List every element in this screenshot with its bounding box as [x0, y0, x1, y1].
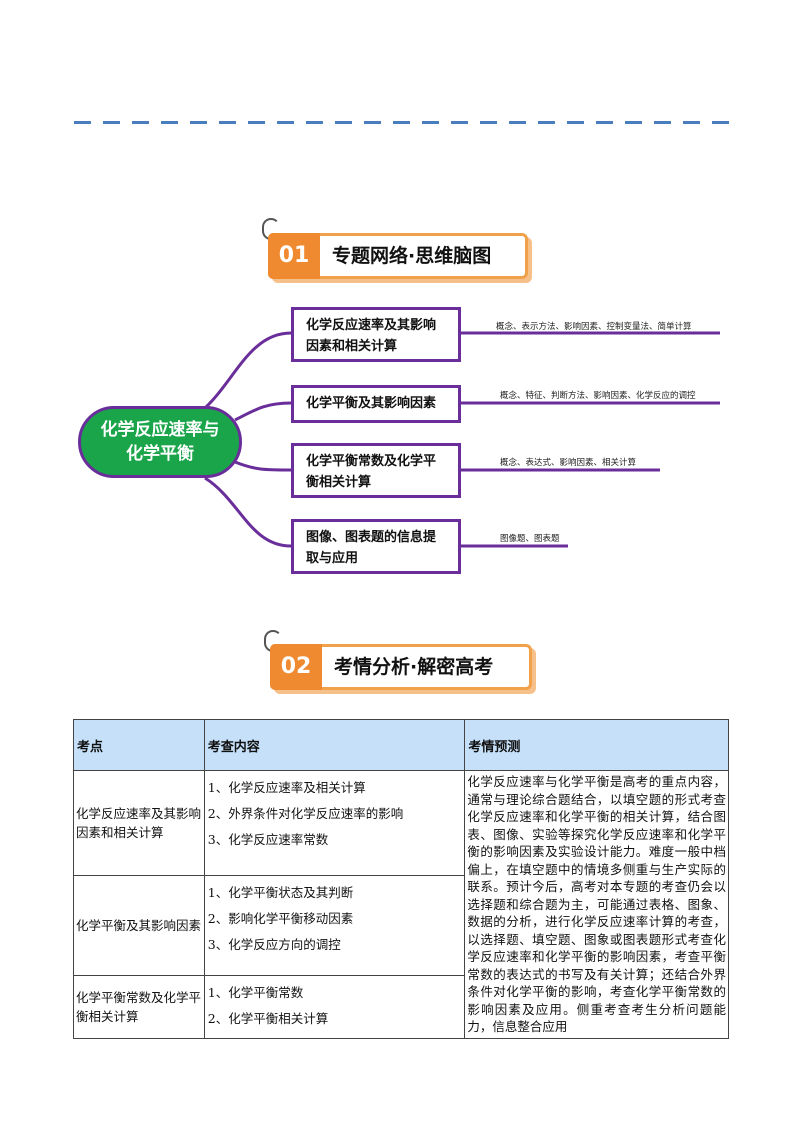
table-header-row: 考点 考查内容 考情预测: [73, 719, 729, 771]
content-item: 1、化学平衡状态及其判断: [207, 884, 354, 900]
table-row: 化学平衡常数及化学平衡相关计算 1、化学平衡常数 2、化学平衡相关计算: [73, 974, 729, 1039]
header-forecast: 考情预测: [464, 719, 729, 771]
table-row: 化学反应速率及其影响因素和相关计算 1、化学反应速率及相关计算 2、外界条件对化…: [73, 770, 729, 1039]
content-item: 1、化学反应速率及相关计算: [207, 780, 366, 795]
content-cell: 1、化学平衡常数 2、化学平衡相关计算: [203, 974, 466, 1039]
section-title: 专题网络·思维脑图: [332, 245, 492, 267]
header-content: 考查内容: [203, 719, 466, 771]
content-cell: 1、化学平衡状态及其判断 2、影响化学平衡移动因素 3、化学反应方向的调控: [203, 874, 466, 976]
connector-1: [203, 331, 292, 410]
content-cell: 1、化学反应速率及相关计算 2、外界条件对化学反应速率的影响 3、化学反应速率常…: [203, 770, 466, 876]
content-item: 2、外界条件对化学反应速率的影响: [207, 806, 404, 821]
connector-4: [204, 476, 292, 548]
mindmap-leaf-1: 概念、表示方法、影响因素、控制变量法、简单计算: [496, 322, 692, 332]
section-banner-mindmap: 01 专题网络·思维脑图: [268, 233, 528, 279]
dashed-divider: [74, 121, 734, 124]
mindmap-branch-4: 图像、图表题的信息提取与应用: [291, 519, 461, 574]
mindmap-branch-3: 化学平衡常数及化学平衡相关计算: [291, 443, 461, 498]
content-item: 2、影响化学平衡移动因素: [207, 910, 354, 926]
section-title: 考情分析·解密高考: [334, 656, 494, 678]
forecast-cell: 化学反应速率与化学平衡是高考的重点内容，通常与理论综合题结合，以填空题的形式考查…: [464, 770, 729, 1039]
mindmap-leaf-4: 图像题、图表题: [500, 534, 560, 544]
exam-analysis-table: 考点 考查内容 考情预测 化学反应速率及其影响因素和相关计算 1、化学反应速率及…: [73, 719, 729, 1039]
content-item: 3、化学反应方向的调控: [207, 936, 341, 952]
content-item: 1、化学平衡常数: [207, 984, 304, 1000]
header-topic: 考点: [73, 719, 205, 771]
topic-cell: 化学平衡及其影响因素: [73, 874, 205, 976]
topic-cell: 化学平衡常数及化学平衡相关计算: [73, 974, 205, 1039]
mindmap-branch-1: 化学反应速率及其影响因素和相关计算: [291, 307, 461, 362]
topic-cell: 化学反应速率及其影响因素和相关计算: [73, 770, 205, 876]
connector-3: [234, 460, 292, 472]
mindmap-leaf-3: 概念、表达式、影响因素、相关计算: [500, 458, 637, 468]
content-item: 2、化学平衡相关计算: [207, 1010, 329, 1026]
mindmap-branch-2: 化学平衡及其影响因素: [291, 385, 461, 423]
content-item: 3、化学反应速率常数: [207, 832, 329, 847]
mindmap-root: 化学反应速率与化学平衡: [78, 406, 242, 478]
mindmap-leaf-2: 概念、特征、判断方法、影响因素、化学反应的调控: [500, 391, 696, 401]
section-number: 02: [270, 644, 322, 690]
section-number: 01: [268, 233, 320, 279]
section-banner-analysis: 02 考情分析·解密高考: [270, 644, 532, 690]
connector-2: [234, 401, 292, 422]
table-row: 化学平衡及其影响因素 1、化学平衡状态及其判断 2、影响化学平衡移动因素 3、化…: [73, 874, 729, 976]
